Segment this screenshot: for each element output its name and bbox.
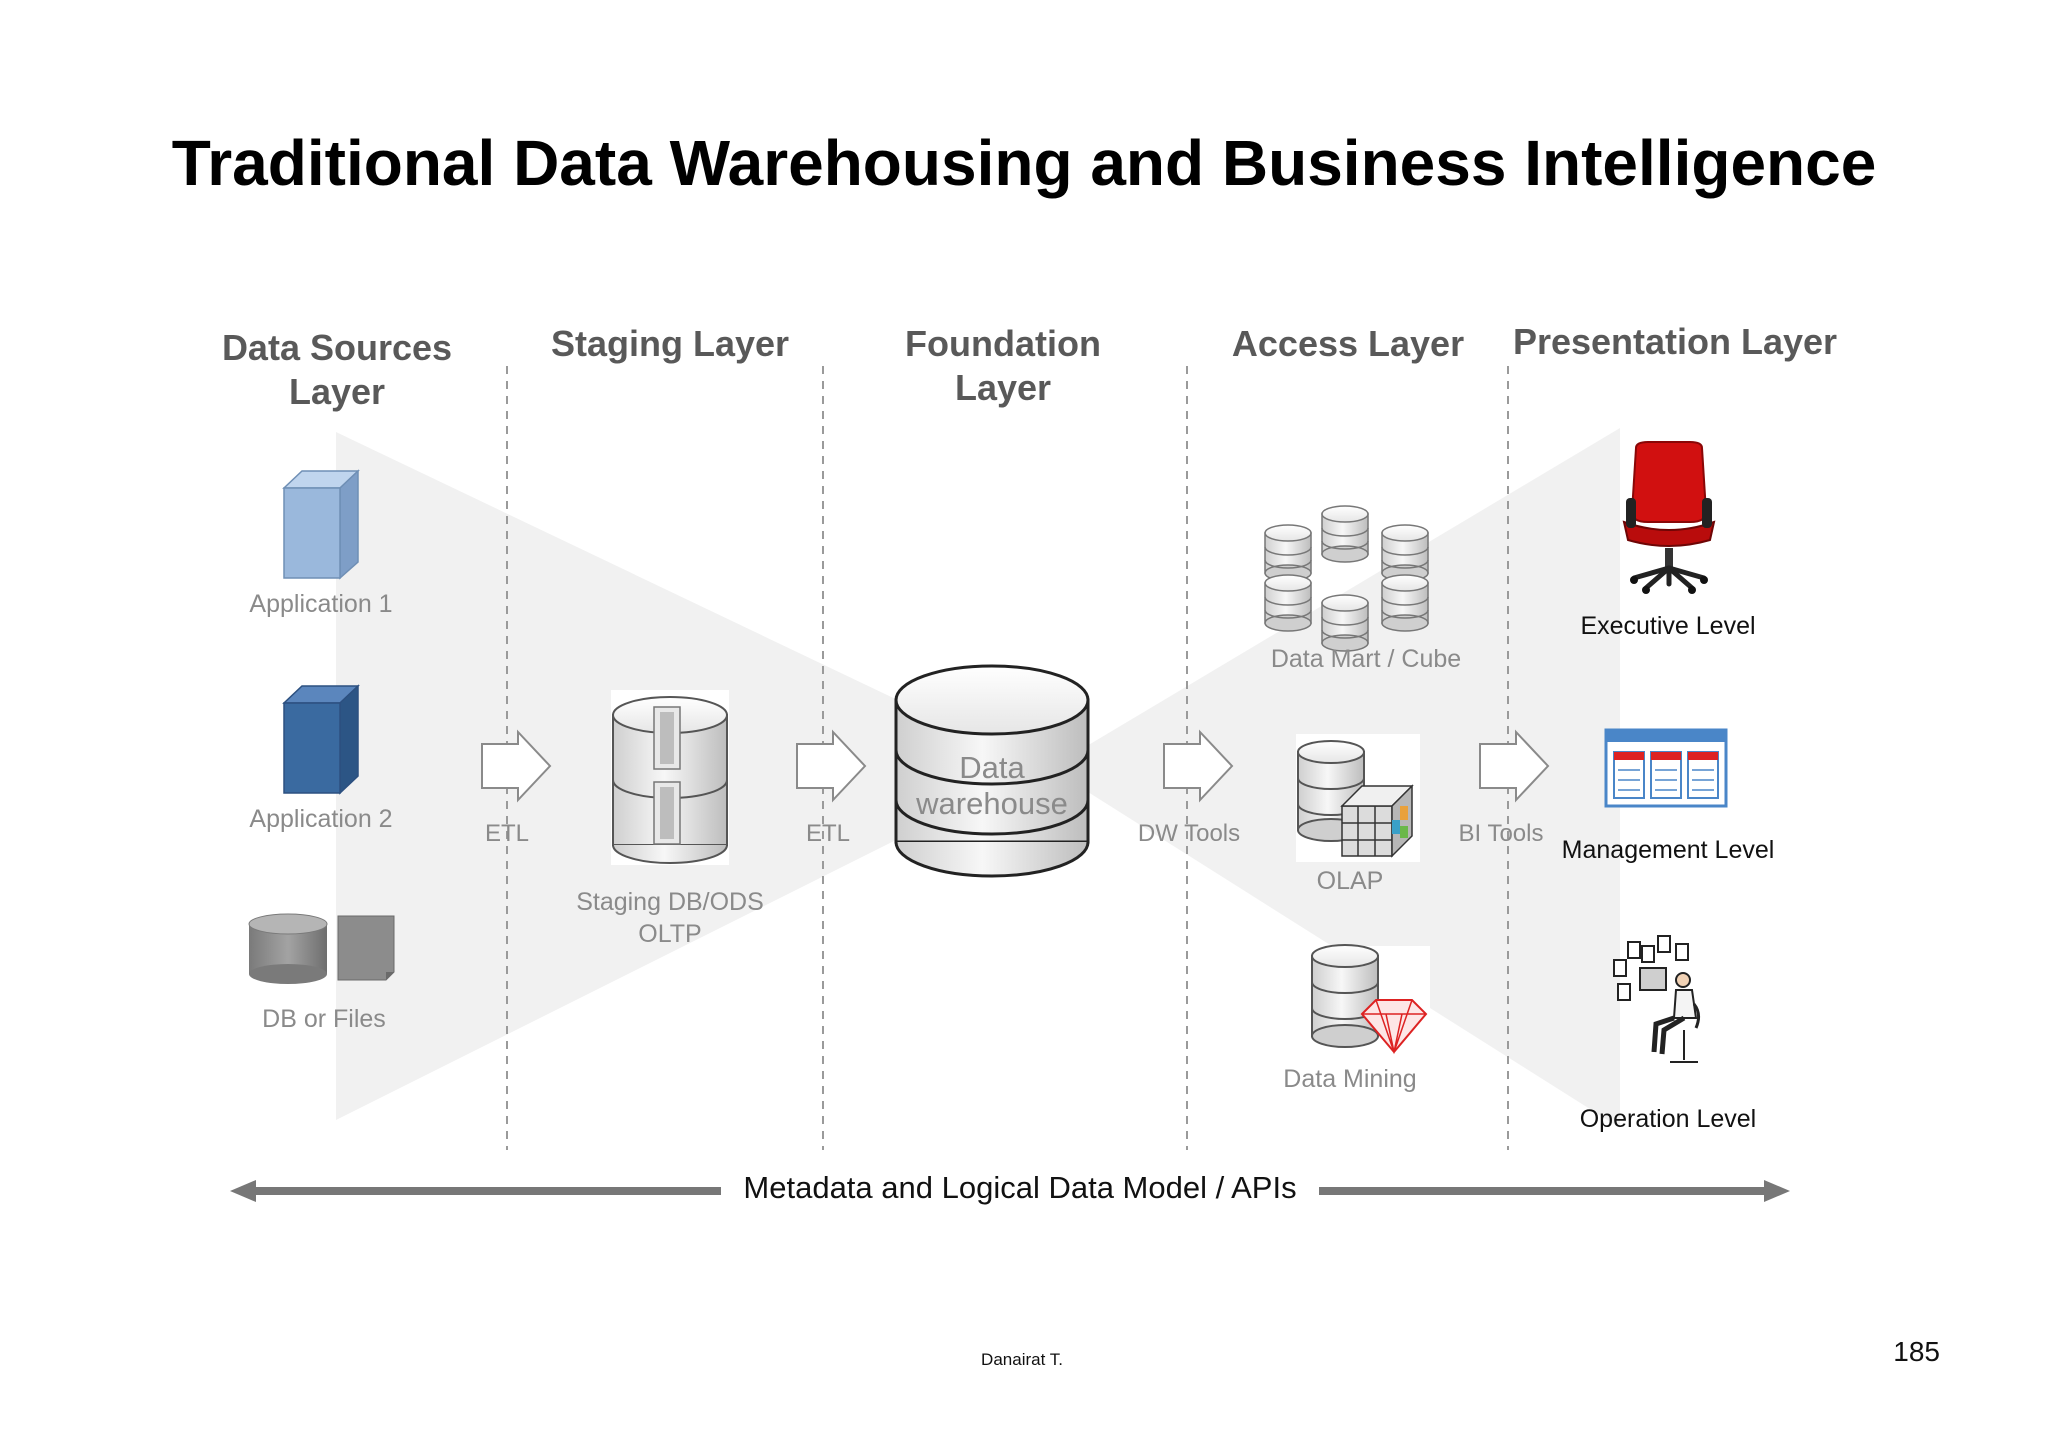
bi-tools-label: BI Tools xyxy=(1458,820,1544,847)
page-number: 185 xyxy=(1893,1336,1940,1367)
management-dashboard-icon xyxy=(1604,728,1728,808)
data-sources-layer-heading: Data Sources Layer xyxy=(221,327,453,412)
application-1-label: Application 1 xyxy=(249,590,393,618)
metadata-double-arrow xyxy=(230,1180,1790,1202)
staging-db-icon xyxy=(611,690,729,865)
presentation-layer-heading: Presentation Layer xyxy=(1512,321,1838,362)
application-2-label: Application 2 xyxy=(249,805,393,833)
executive-chair-icon xyxy=(1622,441,1716,594)
olap-label: OLAP xyxy=(1316,867,1384,895)
data-warehouse-label-line1: Data xyxy=(959,750,1025,785)
operation-level-label: Operation Level xyxy=(1579,1105,1757,1133)
metadata-label: Metadata and Logical Data Model / APIs xyxy=(743,1170,1297,1205)
page-title: Traditional Data Warehousing and Busines… xyxy=(171,127,1877,199)
foundation-layer-heading: Foundation Layer xyxy=(905,323,1101,408)
application-1-icon xyxy=(282,469,360,580)
olap-icon xyxy=(1296,734,1420,862)
operation-worker-icon xyxy=(1613,935,1701,1063)
access-layer-heading: Access Layer xyxy=(1231,323,1465,364)
application-2-icon xyxy=(282,684,360,795)
management-level-label: Management Level xyxy=(1561,836,1775,864)
data-mart-label: Data Mart / Cube xyxy=(1270,645,1462,673)
data-warehouse-label-line2: warehouse xyxy=(916,786,1068,821)
flow-arrows xyxy=(481,729,1550,803)
db-files-label: DB or Files xyxy=(262,1005,386,1033)
staging-db-label: Staging DB/ODS xyxy=(576,888,764,916)
staging-layer-heading: Staging Layer xyxy=(550,323,790,364)
etl-label-2: ETL xyxy=(805,820,850,847)
db-files-icon xyxy=(248,913,395,984)
data-mining-icon xyxy=(1300,944,1430,1056)
executive-level-label: Executive Level xyxy=(1580,612,1756,640)
data-mining-label: Data Mining xyxy=(1283,1065,1417,1093)
etl-label-1: ETL xyxy=(484,820,529,847)
footer-author: Danairat T. xyxy=(981,1350,1063,1369)
oltp-label: OLTP xyxy=(638,920,702,948)
dw-tools-label: DW Tools xyxy=(1137,820,1241,847)
data-warehouse-icon xyxy=(894,664,1090,878)
data-mart-icon xyxy=(1264,505,1429,652)
